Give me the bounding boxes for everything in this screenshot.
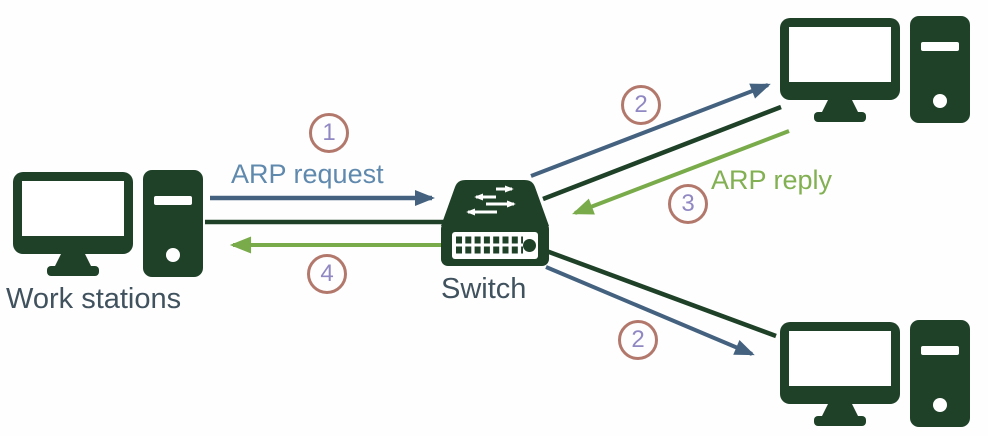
left-workstation-label: Work stations xyxy=(6,283,182,315)
left-workstation-icon xyxy=(13,170,203,277)
step-badge-4: 4 xyxy=(307,254,347,294)
broadcast-arrow-top xyxy=(530,83,771,178)
switch-power-led xyxy=(523,239,536,252)
bottom-right-workstation-icon xyxy=(780,320,970,427)
step-badge-2-bottom: 2 xyxy=(618,320,658,360)
network-switch-icon xyxy=(441,180,549,266)
arp-reply-label: ARP reply xyxy=(711,165,833,195)
arp-request-label: ARP request xyxy=(231,159,384,189)
step-badge-1: 1 xyxy=(309,113,349,153)
link-switch-bottom-workstation xyxy=(540,246,777,339)
switch-label: Switch xyxy=(441,273,527,305)
step-badge-3: 3 xyxy=(668,184,708,224)
broadcast-arrow-bottom xyxy=(545,265,755,356)
link-switch-top-workstation xyxy=(542,104,782,202)
top-right-workstation-icon xyxy=(780,16,970,123)
arp-reply-arrow xyxy=(572,129,790,215)
step-badge-2-top: 2 xyxy=(621,85,661,125)
